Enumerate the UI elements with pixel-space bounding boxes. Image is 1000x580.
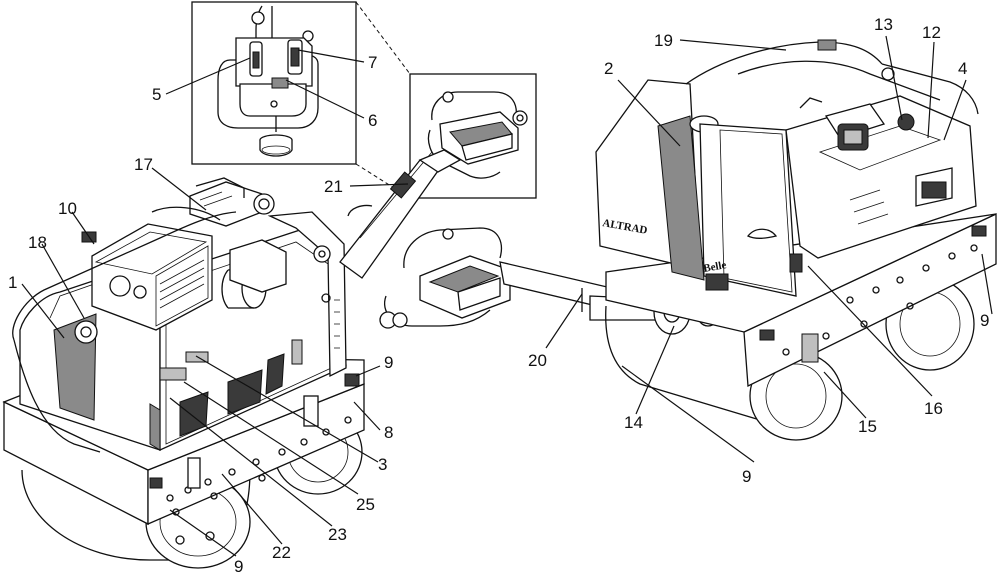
callout-18: 18 xyxy=(28,233,47,252)
callout-20: 20 xyxy=(528,351,547,370)
brand-belle: Belle xyxy=(702,259,727,275)
callout-12: 12 xyxy=(922,23,941,42)
callout-22: 22 xyxy=(272,543,291,562)
chassis-holes xyxy=(166,416,352,516)
callout-17: 17 xyxy=(134,155,153,174)
callout-23: 23 xyxy=(328,525,347,544)
callout-4: 4 xyxy=(958,59,967,78)
callout-14: 14 xyxy=(624,413,643,432)
callout-10: 10 xyxy=(58,199,77,218)
leader-lines xyxy=(21,35,993,557)
callout-3: 3 xyxy=(378,455,387,474)
callout-9-right: 9 xyxy=(980,311,989,330)
callout-9-left-bottom: 9 xyxy=(234,557,243,576)
handle-detail-inset xyxy=(409,73,537,199)
callout-21: 21 xyxy=(324,177,343,196)
callout-2: 2 xyxy=(604,59,613,78)
callout-7: 7 xyxy=(368,53,377,72)
callout-5: 5 xyxy=(152,85,161,104)
left-roller-machine xyxy=(2,177,365,569)
right-roller-machine xyxy=(595,39,997,441)
callout-15: 15 xyxy=(858,417,877,436)
callout-25: 25 xyxy=(356,495,375,514)
callout-19: 19 xyxy=(654,31,673,50)
callout-16: 16 xyxy=(924,399,943,418)
callout-9-right-bottom: 9 xyxy=(742,467,751,486)
callout-numbers: 1 18 10 17 5 7 6 21 9 8 3 25 23 22 9 19 … xyxy=(8,15,989,576)
callout-8: 8 xyxy=(384,423,393,442)
right-chassis-holes xyxy=(782,244,978,356)
left-handle-arm xyxy=(339,149,462,279)
callout-9-left-top: 9 xyxy=(384,353,393,372)
callout-6: 6 xyxy=(368,111,377,130)
control-detail-inset xyxy=(191,1,411,199)
callout-13: 13 xyxy=(874,15,893,34)
callout-1: 1 xyxy=(8,273,17,292)
